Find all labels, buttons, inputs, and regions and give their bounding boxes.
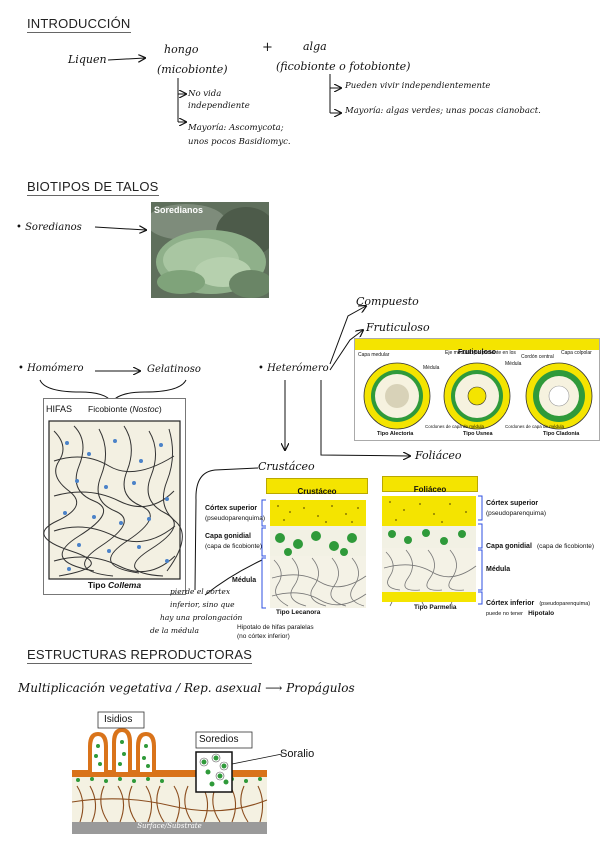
isidios-soredios-drawing [72,712,267,836]
fol-cortex: Córtex superior [486,500,538,507]
fol-gonidial-row: Capa gonidial (capa de ficobionte) [486,533,594,552]
fol-hipotalo-row: puede no tener Hipotalo [486,600,554,619]
fol-inferior-sub2: puede no tener [486,611,523,617]
fol-cortex-sub: (pseudoparenquima) [486,510,546,517]
soralio-label: Soralio [280,748,314,760]
isidios-label: Isidios [104,714,132,725]
soredios-label: Soredios [199,734,238,745]
fol-gonidial: Capa gonidial [486,543,532,550]
reproductive-diagram: Isidios Soredios Surface/Substrate [72,712,267,836]
propagulos-line: Multiplicación vegetativa / Rep. asexual… [18,681,355,695]
surface-label: Surface/Substrate [72,822,267,830]
fol-hipotalo: Hipotalo [528,610,554,617]
fol-gonidial-sub: (capa de ficobionte) [537,543,594,550]
section-title-reproductoras: ESTRUCTURAS REPRODUCTORAS [27,647,252,664]
fol-medula: Médula [486,566,510,573]
